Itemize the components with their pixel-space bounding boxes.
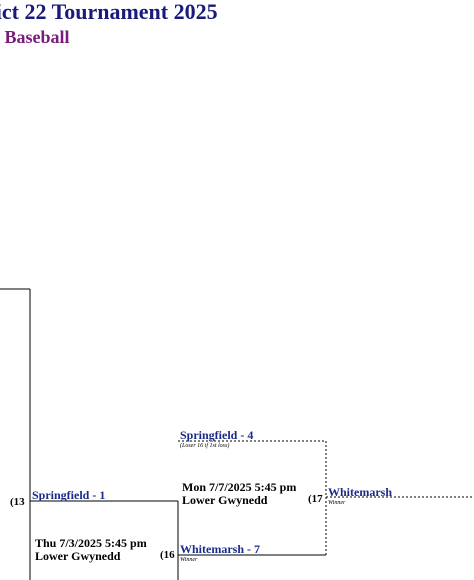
page-subtitle: 0 Baseball [0, 27, 70, 47]
game-16-location: Lower Gwynedd [35, 549, 121, 563]
team-springfield-g17-note: (Loser 16 if 1st loss) [180, 443, 230, 449]
game-17-location: Lower Gwynedd [182, 493, 268, 507]
game-17-date: Mon 7/7/2025 5:45 pm [182, 480, 297, 494]
game-number-16: (16 [160, 549, 175, 561]
page-title: rict 22 Tournament 2025 [0, 0, 218, 24]
team-whitemarsh-final[interactable]: Whitemarsh [328, 485, 392, 499]
game-number-17: (17 [308, 493, 323, 505]
team-springfield-g17[interactable]: Springfield - 4 [180, 428, 254, 442]
team-springfield-g13[interactable]: Springfield - 1 [32, 488, 106, 502]
winner-note-g16: Winner [180, 557, 198, 563]
team-whitemarsh-g16[interactable]: Whitemarsh - 7 [180, 542, 260, 556]
game-16-date: Thu 7/3/2025 5:45 pm [35, 536, 147, 550]
game-number-13: (13 [10, 496, 25, 508]
winner-note-g17: Winner [328, 500, 346, 506]
